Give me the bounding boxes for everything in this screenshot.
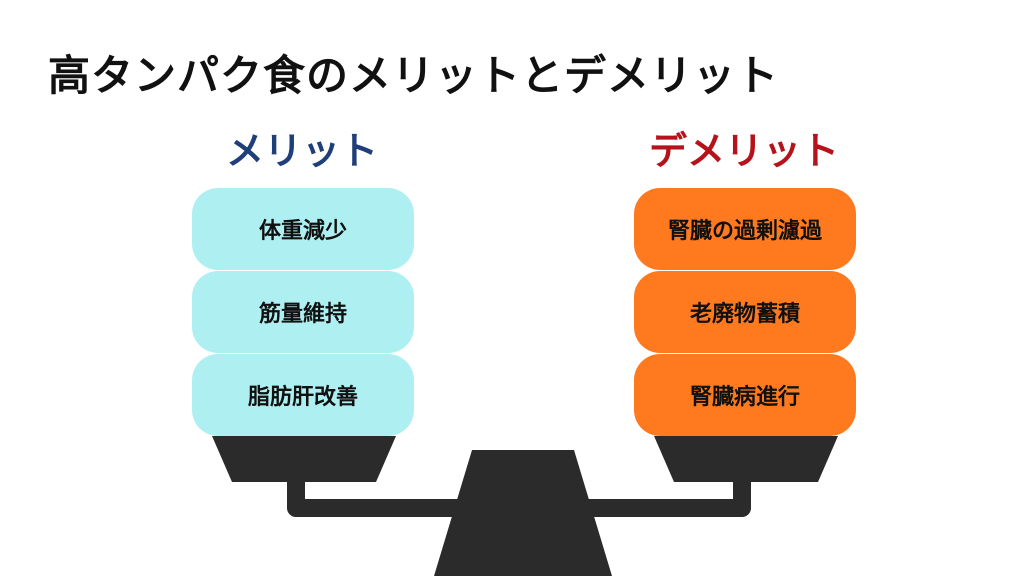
scale-left-arm — [287, 469, 479, 517]
merit-item: 脂肪肝改善 — [192, 354, 414, 436]
scale-left-pan — [212, 436, 396, 482]
demerit-item: 老廃物蓄積 — [634, 271, 856, 353]
scale-right-pan — [654, 436, 838, 482]
page-title: 高タンパク食のメリットとデメリット — [48, 51, 780, 100]
merit-item: 筋量維持 — [192, 271, 414, 353]
merit-heading: メリット — [225, 129, 378, 173]
scale-right-arm — [551, 469, 751, 517]
scale-pillar — [434, 450, 612, 576]
demerit-item: 腎臓の過剰濾過 — [634, 188, 856, 270]
demerit-heading: デメリット — [648, 129, 839, 173]
demerit-item: 腎臓病進行 — [634, 354, 856, 436]
merit-item: 体重減少 — [192, 188, 414, 270]
